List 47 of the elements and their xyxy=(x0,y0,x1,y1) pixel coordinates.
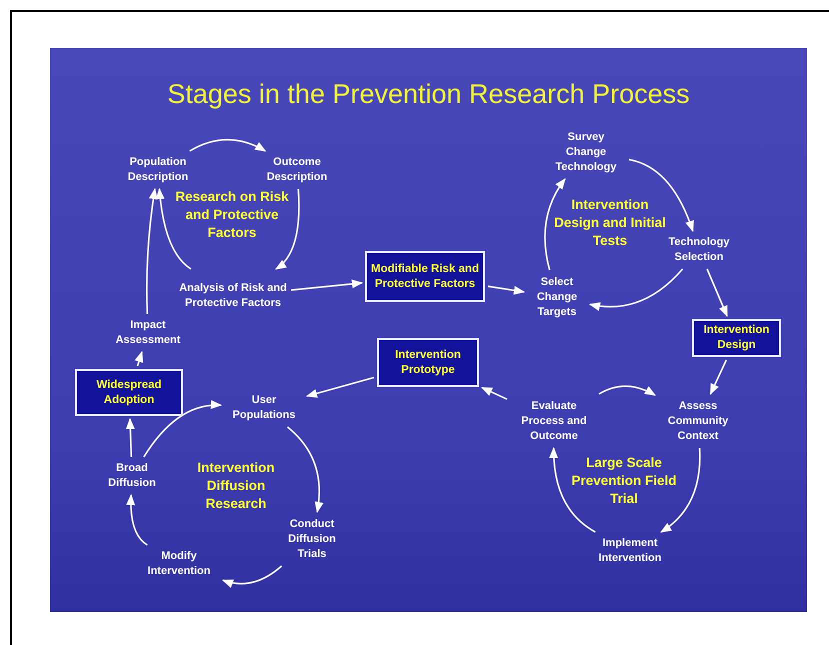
box-text: Intervention Prototype xyxy=(394,348,462,378)
stage-label: Population Description xyxy=(118,154,198,186)
arrow xyxy=(598,385,656,396)
stage-box xyxy=(75,369,183,416)
stage-label: Outcome Description xyxy=(258,154,336,186)
box-text: Widespread Adoption xyxy=(95,378,163,408)
box-text: Modifiable Risk and Protective Factors xyxy=(370,262,480,292)
cycle-title: Large Scale Prevention Field Trial xyxy=(570,454,678,508)
arrow xyxy=(306,376,374,398)
arrow xyxy=(189,138,266,152)
stage-label: Evaluate Process and Outcome xyxy=(510,397,598,445)
stage-box xyxy=(365,251,485,302)
arrow xyxy=(544,178,566,270)
arrow xyxy=(143,400,222,458)
arrow xyxy=(286,426,324,514)
cycle-title: Intervention Diffusion Research xyxy=(196,459,276,513)
arrow xyxy=(660,448,701,533)
arrow xyxy=(222,565,282,588)
arrow xyxy=(134,350,144,366)
arrow xyxy=(588,268,684,311)
stage-label: Impact Assessment xyxy=(108,317,188,349)
stage-box xyxy=(377,338,479,387)
box-text: Intervention Design xyxy=(702,323,770,353)
arrow xyxy=(156,188,192,270)
arrow xyxy=(710,360,728,396)
arrow xyxy=(146,188,158,314)
stage-label: Broad Diffusion xyxy=(102,460,162,492)
arrow xyxy=(488,286,526,295)
arrow xyxy=(628,158,694,232)
stage-box xyxy=(692,319,781,357)
stage-label: Analysis of Risk and Protective Factors xyxy=(178,272,288,320)
arrow xyxy=(549,446,596,533)
stage-label: User Populations xyxy=(224,392,304,424)
stage-label: Modify Intervention xyxy=(138,548,220,580)
cycle-title: Research on Risk and Protective Factors xyxy=(174,188,290,242)
arrow xyxy=(290,279,364,291)
title: Stages in the Prevention Research Process xyxy=(166,78,691,111)
stage-label: Survey Change Technology xyxy=(546,128,626,176)
arrow xyxy=(126,494,148,546)
arrow xyxy=(706,268,728,318)
arrow xyxy=(480,386,508,400)
stage-label: Assess Community Context xyxy=(658,397,738,445)
stage-label: Implement Intervention xyxy=(588,535,672,567)
stage-label: Conduct Diffusion Trials xyxy=(278,515,346,563)
stage-label: Select Change Targets xyxy=(527,273,587,321)
arrow xyxy=(275,188,300,270)
arrow xyxy=(126,418,135,458)
